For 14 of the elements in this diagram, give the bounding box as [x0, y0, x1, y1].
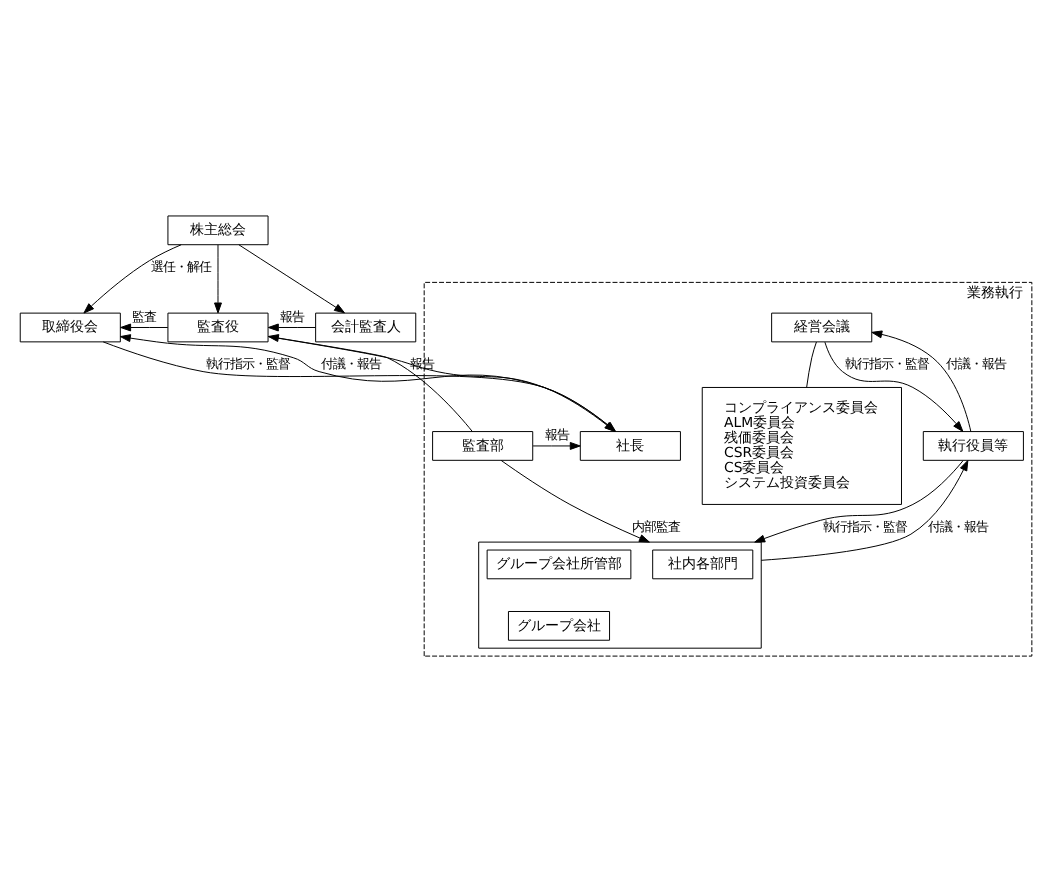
arrow	[871, 330, 972, 433]
arrow	[760, 460, 969, 561]
arrow	[214, 244, 222, 314]
arrow	[532, 442, 581, 450]
arrow	[83, 244, 182, 314]
arrow	[267, 334, 473, 432]
arrow	[267, 323, 316, 332]
arrow	[754, 460, 964, 543]
arrow	[500, 459, 650, 543]
arrow	[824, 341, 964, 432]
arrow	[120, 323, 169, 332]
cluster	[478, 541, 762, 649]
connector	[806, 341, 817, 388]
arrow	[238, 244, 345, 314]
